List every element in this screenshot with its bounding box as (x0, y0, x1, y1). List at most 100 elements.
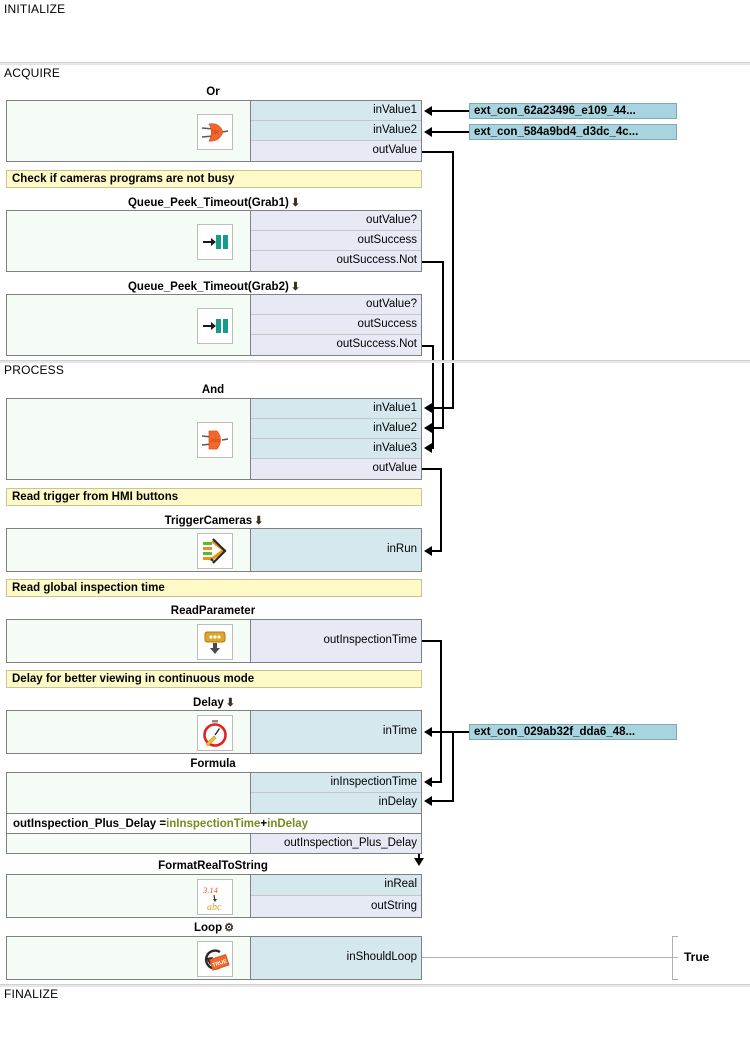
block-title-delay: Delay⬇ (6, 696, 422, 709)
block-title-or: Or (6, 86, 422, 98)
block-readparameter-left-pane (7, 620, 251, 662)
port-outstring[interactable]: outString (251, 896, 421, 917)
formula-operand-1: inInspectionTime (166, 817, 261, 830)
wire-andout-v (440, 468, 442, 551)
comment-read-global-inspection-time: Read global inspection time (6, 579, 422, 597)
formula-operand-2: inDelay (267, 817, 309, 830)
wire-orout-v (452, 151, 454, 408)
port-outvalue[interactable]: outValue (251, 459, 421, 479)
section-label-acquire: ACQUIRE (4, 66, 61, 80)
block-triggercameras[interactable]: inRun (6, 528, 422, 572)
port-invalue1[interactable]: inValue1 (251, 399, 421, 419)
port-outsuccess[interactable]: outSuccess (251, 231, 421, 251)
port-inrun[interactable]: inRun (251, 529, 421, 571)
block-formatrealtostring-ports: inReal outString (251, 875, 421, 917)
block-formula-output-ports: outInspection_Plus_Delay (251, 834, 421, 853)
block-loop-left-pane: TRUE (7, 937, 251, 979)
block-formula-inputs: inInspectionTime inDelay (7, 773, 421, 813)
queue-peek-icon (197, 308, 233, 344)
block-marker-down-arrow-icon: ⬇ (290, 281, 301, 293)
formula-lhs: outInspection_Plus_Delay = (13, 817, 167, 830)
block-formula-input-ports: inInspectionTime inDelay (251, 773, 421, 813)
comment-read-trigger: Read trigger from HMI buttons (6, 488, 422, 506)
wire-andout-h1 (422, 468, 442, 470)
block-title-triggercameras: TriggerCameras⬇ (6, 514, 422, 527)
gear-icon[interactable]: ⚙ (224, 922, 234, 934)
block-readparameter-ports: outInspectionTime (251, 620, 421, 662)
port-intime[interactable]: inTime (251, 711, 421, 753)
port-ininspectiontime[interactable]: inInspectionTime (251, 773, 421, 793)
wire-readparam-h1 (422, 640, 442, 642)
block-title-text: Formula (190, 758, 236, 770)
port-outvalue-q[interactable]: outValue? (251, 211, 421, 231)
formula-operator: + (260, 817, 268, 830)
arrowhead-and-invalue1 (424, 403, 432, 413)
block-queue-peek-grab2-left-pane (7, 295, 251, 355)
port-inreal[interactable]: inReal (251, 875, 421, 896)
arrowhead-and-invalue2 (424, 423, 432, 433)
block-formula-left-pane-lower (7, 834, 251, 853)
or-gate-icon: OR (197, 114, 233, 150)
external-connection-3[interactable]: ext_con_029ab32f_dda6_48... (469, 724, 677, 740)
block-or[interactable]: OR inValue1 inValue2 outValue (6, 100, 422, 162)
port-outsuccess-not[interactable]: outSuccess.Not (251, 335, 421, 355)
stopwatch-icon (197, 715, 233, 751)
block-title-text: Delay (193, 697, 224, 709)
wire-grab2-h1 (422, 345, 434, 347)
section-divider-acquire (0, 62, 750, 65)
block-queue-peek-grab1[interactable]: outValue? outSuccess outSuccess.Not (6, 210, 422, 272)
arrowhead-and-invalue3 (424, 443, 432, 453)
comment-check-cameras: Check if cameras programs are not busy (6, 170, 422, 188)
port-invalue1[interactable]: inValue1 (251, 101, 421, 121)
block-queue-peek-grab1-left-pane (7, 211, 251, 271)
block-loop[interactable]: TRUE inShouldLoop (6, 936, 422, 980)
section-label-initialize: INITIALIZE (4, 2, 66, 16)
block-title-text: Queue_Peek_Timeout(Grab2) (127, 281, 289, 293)
block-and[interactable]: AND inValue1 inValue2 inValue3 outValue (6, 398, 422, 480)
block-title-formula: Formula (6, 758, 422, 770)
block-formula-left-pane (7, 773, 251, 813)
external-connection-1[interactable]: ext_con_62a23496_e109_44... (469, 103, 677, 119)
block-title-text: FormatRealToString (158, 860, 268, 872)
arrowhead-inreal (414, 858, 424, 866)
wire-delay-branch-v (452, 731, 454, 801)
block-loop-ports: inShouldLoop (251, 937, 421, 979)
port-invalue3[interactable]: inValue3 (251, 439, 421, 459)
block-formatrealtostring[interactable]: 3.14 abc inReal outString (6, 874, 422, 918)
formula-expression-row[interactable]: outInspection_Plus_Delay = inInspectionT… (7, 813, 421, 834)
svg-text:TRUE: TRUE (212, 959, 228, 969)
block-formula-output: outInspection_Plus_Delay (7, 834, 421, 853)
block-readparameter[interactable]: outInspectionTime (6, 619, 422, 663)
block-formula[interactable]: inInspectionTime inDelay outInspection_P… (6, 772, 422, 854)
port-inshouldloop[interactable]: inShouldLoop (251, 937, 421, 979)
external-connection-2[interactable]: ext_con_584a9bd4_d3dc_4c... (469, 124, 677, 140)
block-title-readparameter: ReadParameter (6, 605, 422, 617)
wire-grab2-v (432, 345, 434, 448)
wire-extcon3-intime (432, 731, 469, 733)
port-invalue2[interactable]: inValue2 (251, 419, 421, 439)
port-outinspection-plus-delay[interactable]: outInspection_Plus_Delay (251, 834, 421, 853)
block-title-queue-peek-grab2: Queue_Peek_Timeout(Grab2)⬇ (6, 280, 422, 293)
loop-true-label: True (684, 950, 710, 964)
port-outinspectiontime[interactable]: outInspectionTime (251, 620, 421, 662)
block-title-text: Queue_Peek_Timeout(Grab1) (127, 197, 289, 209)
port-outsuccess-not[interactable]: outSuccess.Not (251, 251, 421, 271)
block-queue-peek-grab2[interactable]: outValue? outSuccess outSuccess.Not (6, 294, 422, 356)
arrowhead-intime (424, 727, 432, 737)
port-outvalue[interactable]: outValue (251, 141, 421, 161)
section-label-process: PROCESS (4, 363, 65, 377)
section-divider-process (0, 360, 750, 363)
wire-grab1-h2 (432, 427, 444, 429)
queue-peek-icon (197, 224, 233, 260)
port-indelay[interactable]: inDelay (251, 793, 421, 813)
wire-grab1-h1 (422, 261, 444, 263)
wire-orout-h1 (422, 151, 454, 153)
section-divider-finalize (0, 984, 750, 987)
wire-extcon1-invalue1 (432, 110, 469, 112)
block-delay[interactable]: inTime (6, 710, 422, 754)
trigger-cameras-icon (197, 533, 233, 569)
port-outvalue-q[interactable]: outValue? (251, 295, 421, 315)
block-title-text: Loop (194, 922, 223, 934)
port-invalue2[interactable]: inValue2 (251, 121, 421, 141)
port-outsuccess[interactable]: outSuccess (251, 315, 421, 335)
